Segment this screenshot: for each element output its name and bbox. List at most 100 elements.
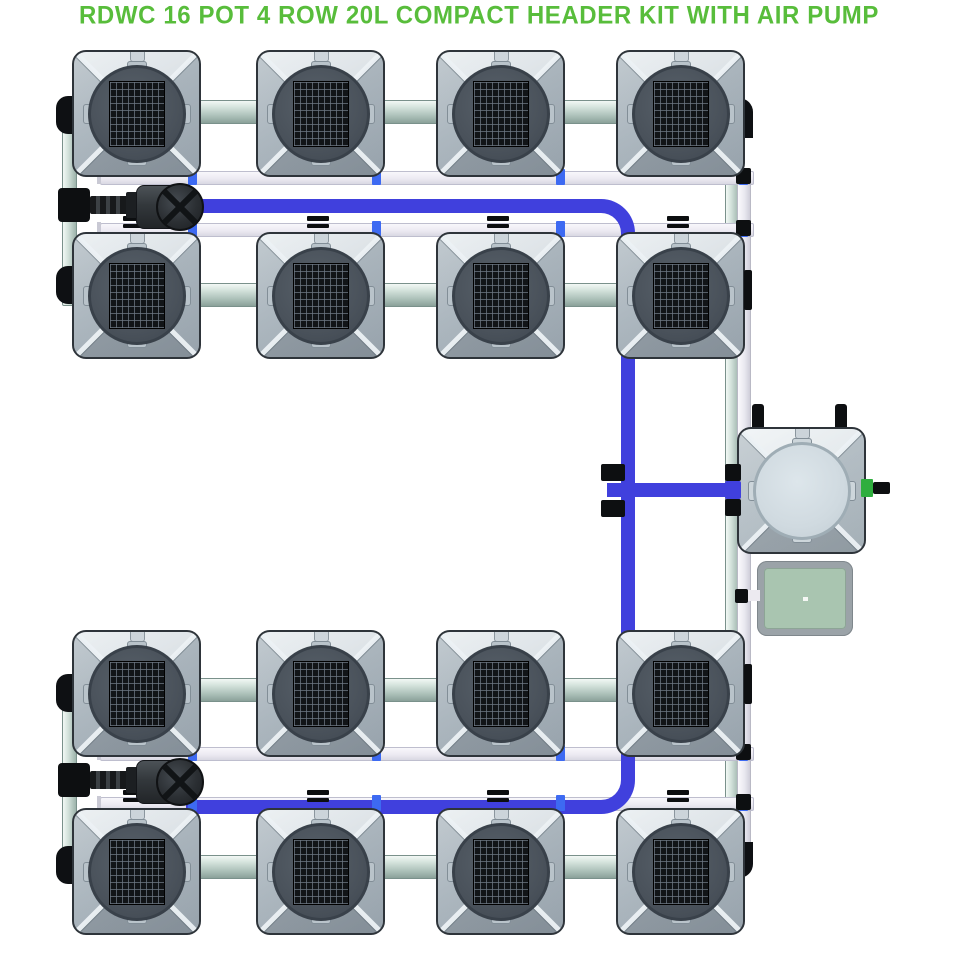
product-title: RDWC 16 POT 4 ROW 20L COMPACT HEADER KIT… — [79, 1, 879, 30]
manifold-clip-4-4 — [667, 798, 689, 802]
net-pot-mesh — [653, 81, 709, 147]
manifold-clip-2-4 — [667, 224, 689, 228]
pot-lid — [272, 645, 370, 743]
manifold-clip-4-1 — [123, 798, 145, 802]
net-pot-mesh — [109, 661, 165, 727]
tee-fitting-bottom — [601, 500, 625, 517]
manifold-cap-2 — [97, 222, 101, 236]
pot-r2c2 — [256, 232, 385, 359]
manifold-clip-2-3 — [487, 216, 509, 221]
pump-tubing-loop — [186, 199, 635, 814]
water-pump-bottom-flange — [58, 763, 90, 797]
pot-lid — [632, 65, 730, 163]
air-pump-connector-clip — [735, 589, 748, 603]
pot-lid — [632, 823, 730, 921]
pot-lid — [452, 645, 550, 743]
side-inlet-fitting-r3 — [744, 664, 752, 704]
manifold-blue-clip-4-1 — [188, 795, 197, 811]
pot-lid — [632, 645, 730, 743]
manifold-clip-4-4 — [667, 790, 689, 795]
pot-r3c3 — [436, 630, 565, 757]
pot-r3c4 — [616, 630, 745, 757]
manifold-clip-2-4 — [667, 216, 689, 221]
net-pot-mesh — [109, 81, 165, 147]
header-inlet-fitting-top — [725, 464, 741, 481]
net-pot-mesh — [473, 661, 529, 727]
pot-r2c3 — [436, 232, 565, 359]
manifold-blue-clip-2-1 — [188, 221, 197, 237]
pot-r4c4 — [616, 808, 745, 935]
manifold-blue-clip-2-2 — [372, 221, 381, 237]
manifold-blue-clip-4-3 — [556, 795, 565, 811]
pot-r3c2 — [256, 630, 385, 757]
net-pot-mesh — [293, 839, 349, 905]
pot-lid — [753, 442, 851, 540]
manifold-clip-2-3 — [487, 224, 509, 228]
manifold-clip-2-2 — [307, 216, 329, 221]
pot-lid — [452, 247, 550, 345]
pot-lid — [88, 823, 186, 921]
manifold-cap-4 — [97, 796, 101, 810]
pot-r4c2 — [256, 808, 385, 935]
manifold-blue-clip-2-3 — [556, 221, 565, 237]
pot-lid — [272, 247, 370, 345]
manifold-blue-clip-1-1 — [188, 169, 197, 185]
pot-r1c4 — [616, 50, 745, 177]
net-pot-mesh — [109, 839, 165, 905]
manifold-clip-4-3 — [487, 798, 509, 802]
net-pot-mesh — [653, 661, 709, 727]
pot-r2c1 — [72, 232, 201, 359]
net-pot-mesh — [293, 81, 349, 147]
net-pot-mesh — [293, 661, 349, 727]
pot-r4c1 — [72, 808, 201, 935]
manifold-junction-4 — [736, 794, 751, 810]
water-pump-bottom-impeller-face — [156, 758, 204, 806]
pot-lid — [632, 247, 730, 345]
manifold-clip-4-2 — [307, 798, 329, 802]
header-outlet-stub — [873, 482, 890, 494]
air-pump-connector — [748, 590, 760, 601]
water-pump-top-collar — [126, 192, 138, 218]
pot-lid — [272, 823, 370, 921]
header-outlet-valve-green — [861, 479, 873, 497]
manifold-clip-4-2 — [307, 790, 329, 795]
pot-r4c3 — [436, 808, 565, 935]
pot-lid — [88, 645, 186, 743]
header-inlet-fitting-blue — [725, 481, 741, 499]
water-pump-bottom-collar — [126, 767, 138, 793]
header-inlet-fitting-bottom — [725, 499, 741, 516]
pot-lid — [452, 823, 550, 921]
pot-r1c3 — [436, 50, 565, 177]
net-pot-mesh — [293, 263, 349, 329]
manifold-blue-clip-4-2 — [372, 795, 381, 811]
water-pump-bottom-coupler — [90, 771, 130, 789]
pot-lid — [452, 65, 550, 163]
water-pump-top-coupler — [90, 196, 130, 214]
manifold-clip-2-1 — [123, 216, 145, 221]
manifold-junction-2 — [736, 220, 751, 236]
header-post-right — [835, 404, 847, 430]
pot-lid — [88, 65, 186, 163]
manifold-clip-2-1 — [123, 224, 145, 228]
net-pot-mesh — [473, 839, 529, 905]
net-pot-mesh — [473, 263, 529, 329]
net-pot-mesh — [653, 839, 709, 905]
pot-lid — [272, 65, 370, 163]
pot-r1c2 — [256, 50, 385, 177]
manifold-cap-1 — [97, 170, 101, 184]
header-tank — [737, 427, 866, 554]
net-pot-mesh — [473, 81, 529, 147]
header-post-left — [752, 404, 764, 430]
manifold-blue-clip-1-2 — [372, 169, 381, 185]
pump-tubing-header-feed — [607, 483, 737, 497]
pot-r2c4 — [616, 232, 745, 359]
tee-fitting-top — [601, 464, 625, 481]
net-pot-mesh — [109, 263, 165, 329]
air-pump-label-mark — [803, 597, 808, 601]
side-inlet-fitting-r2 — [744, 270, 752, 310]
net-pot-mesh — [653, 263, 709, 329]
water-pump-top-flange — [58, 188, 90, 222]
pot-r3c1 — [72, 630, 201, 757]
manifold-blue-clip-1-3 — [556, 169, 565, 185]
